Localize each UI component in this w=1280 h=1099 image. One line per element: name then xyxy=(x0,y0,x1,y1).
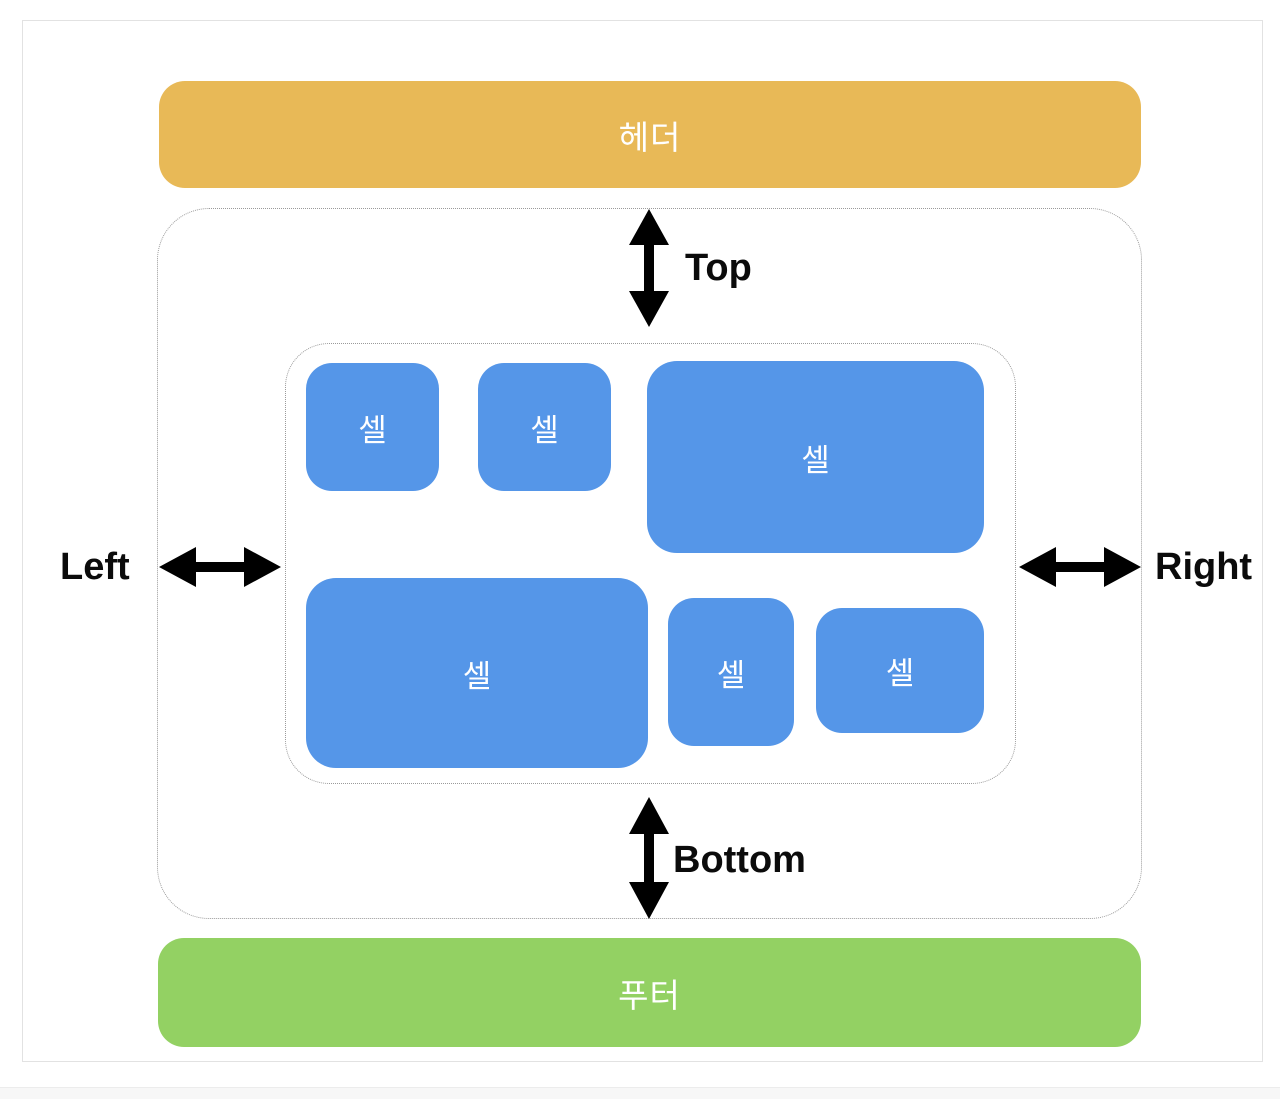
header-bar: 헤더 xyxy=(159,81,1141,188)
left-inset-label: Left xyxy=(60,546,130,588)
cell: 셀 xyxy=(306,578,648,768)
left-inset-double-arrow-icon xyxy=(159,545,281,589)
footer-label: 푸터 xyxy=(618,976,681,1014)
content-frame: 헤더 셀 셀 셀 셀 셀 셀 xyxy=(22,20,1263,1062)
cell: 셀 xyxy=(647,361,984,553)
cell: 셀 xyxy=(668,598,794,746)
bottom-inset-label: Bottom xyxy=(673,839,806,881)
cell-label: 셀 xyxy=(801,442,830,478)
bottom-inset-double-arrow-icon xyxy=(625,797,673,919)
top-inset-double-arrow-icon xyxy=(625,209,673,327)
right-inset-double-arrow-icon xyxy=(1019,545,1141,589)
section-inset-boundary xyxy=(285,343,1016,784)
cell-label: 셀 xyxy=(530,412,559,448)
footer-bar: 푸터 xyxy=(158,938,1141,1047)
top-inset-label: Top xyxy=(685,247,752,289)
right-inset-label: Right xyxy=(1155,546,1253,588)
cell-label: 셀 xyxy=(716,657,746,693)
page-bottom-strip xyxy=(0,1087,1280,1099)
content-inset-boundary xyxy=(157,208,1142,919)
cell-label: 셀 xyxy=(885,656,915,691)
cell: 셀 xyxy=(306,363,439,491)
cell-label: 셀 xyxy=(462,658,492,694)
cell-label: 셀 xyxy=(358,412,387,448)
cell: 셀 xyxy=(816,608,984,733)
cell: 셀 xyxy=(478,363,611,491)
header-label: 헤더 xyxy=(618,118,682,156)
